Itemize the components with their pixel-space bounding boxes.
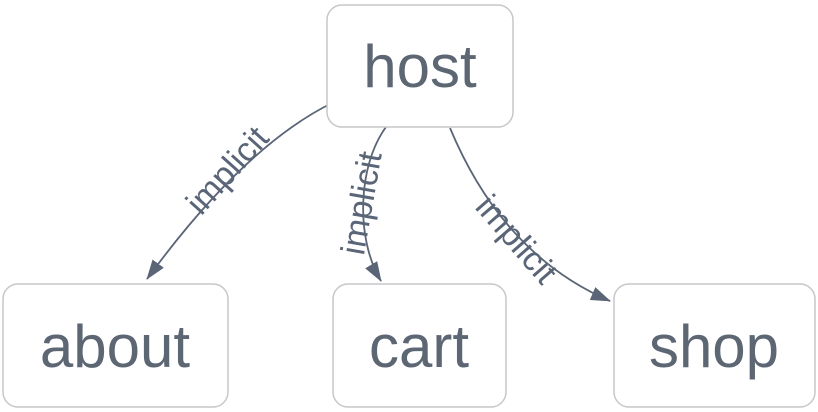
node-host-label: host — [363, 33, 477, 100]
edges — [146, 101, 611, 302]
node-host[interactable]: host — [326, 4, 514, 128]
edge-host-cart[interactable] — [362, 126, 387, 282]
node-cart[interactable]: cart — [332, 283, 507, 408]
edge-host-shop[interactable] — [449, 127, 611, 302]
node-cart-label: cart — [369, 313, 469, 380]
edge-host-about[interactable] — [146, 101, 335, 280]
node-shop-box — [613, 283, 816, 408]
node-shop-label: shop — [649, 313, 779, 380]
edge-labels: implicit implicit implicit — [179, 119, 565, 292]
node-about[interactable]: about — [2, 283, 229, 408]
edge-label-host-about: implicit — [179, 119, 277, 222]
edge-label-host-cart: implicit — [334, 148, 390, 257]
node-shop[interactable]: shop — [613, 283, 816, 408]
node-about-box — [2, 283, 229, 408]
node-cart-box — [332, 283, 507, 408]
node-host-box — [326, 4, 514, 128]
node-about-label: about — [40, 313, 190, 380]
edge-label-host-shop: implicit — [468, 188, 565, 292]
